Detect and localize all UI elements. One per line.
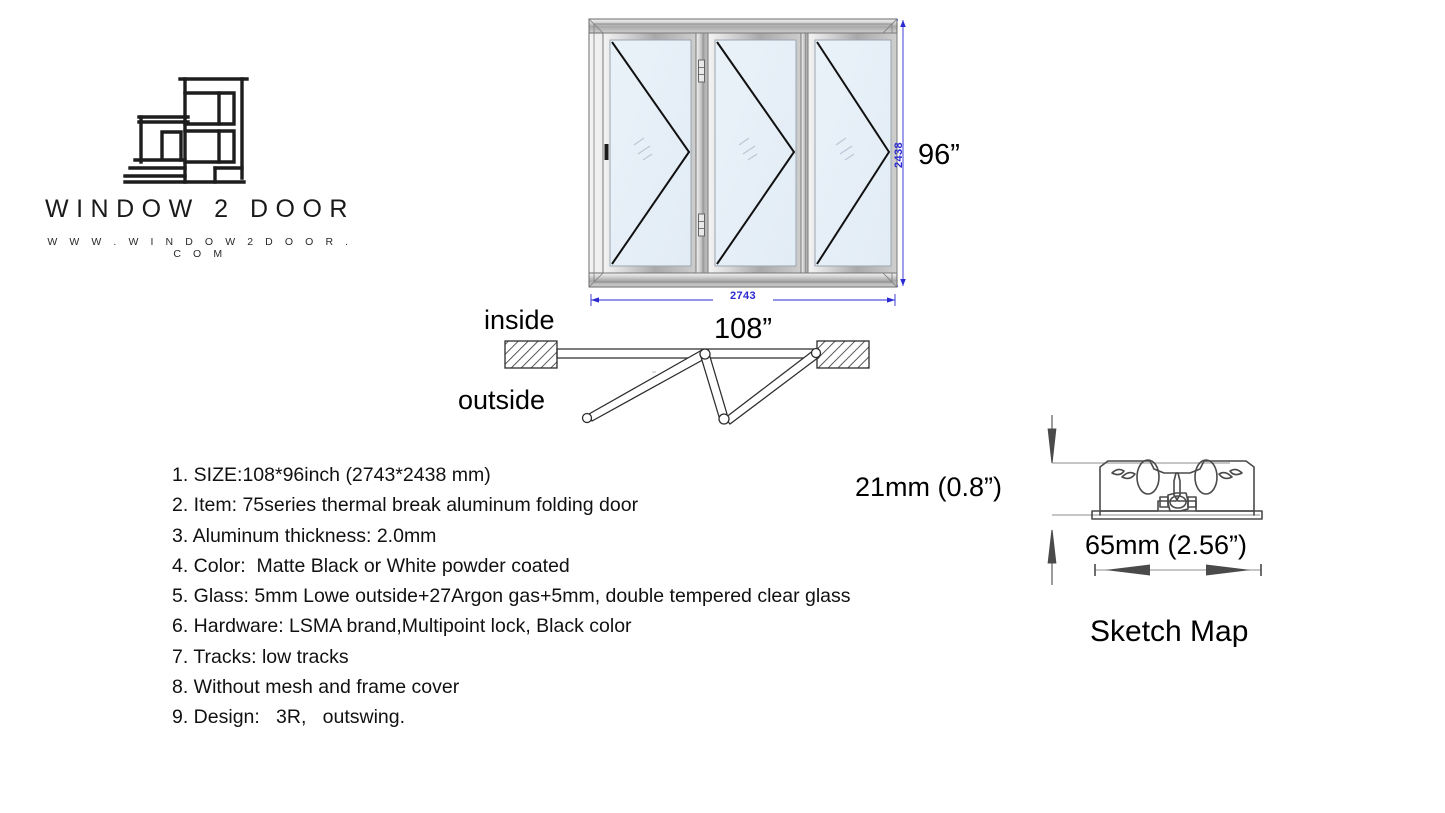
folding-plan-diagram [440,300,900,435]
sketch-map-caption: Sketch Map [1090,615,1249,648]
spec-line: 5. Glass: 5mm Lowe outside+27Argon gas+5… [172,585,851,608]
threshold-width-label: 65mm (2.56”) [1085,530,1248,560]
width-dimension-inch: 108” [713,313,773,345]
threshold-height-dim [1047,415,1057,585]
height-dimension-mm: 2438 [893,141,905,169]
spec-line: 8. Without mesh and frame cover [172,676,460,699]
spec-line: 1. SIZE:108*96inch (2743*2438 mm) [172,464,491,486]
spec-line: 3. Aluminum thickness: 2.0mm [172,524,437,547]
plan-wall-right [816,340,870,369]
threshold-profile-section [1030,415,1340,660]
spec-line: 7. Tracks: low tracks [172,645,349,668]
door-mullion-hinge-1 [695,32,711,274]
spec-line: 9. Design: 3R, outswing. [172,706,406,729]
spec-line: 6. Hardware: LSMA brand,Multipoint lock,… [172,615,632,638]
width-dimension-mm: 2743 [729,290,757,302]
brand-logo: WINDOW 2 DOOR W W W . W I N D O W 2 D O … [40,70,360,270]
door-panel-2 [707,32,804,274]
brand-name: WINDOW 2 DOOR [45,195,355,223]
door-panel-3 [807,32,898,274]
elevation-height-dimension-line [896,18,910,288]
height-dimension-inch: 96” [918,139,960,171]
threshold-profile-shape [1091,459,1263,520]
door-elevation-drawing [588,18,918,288]
specification-list: 1. SIZE:108*96inch (2743*2438 mm) 2. Ite… [172,460,952,733]
spec-line: 4. Color: Matte Black or White powder co… [172,554,570,577]
house-building-icon [122,70,262,185]
plan-outside-label: outside [458,385,546,415]
elevation-width-dimension-line [588,293,898,307]
door-panel-1 [602,32,699,274]
spec-line: 2. Item: 75series thermal break aluminum… [172,494,639,517]
brand-url: W W W . W I N D O W 2 D O O R . C O M [47,236,353,260]
threshold-height-label: 21mm (0.8”) [855,472,1003,502]
plan-wall-left [504,340,558,369]
plan-inside-label: inside [484,305,555,335]
threshold-width-dim [1094,564,1262,576]
